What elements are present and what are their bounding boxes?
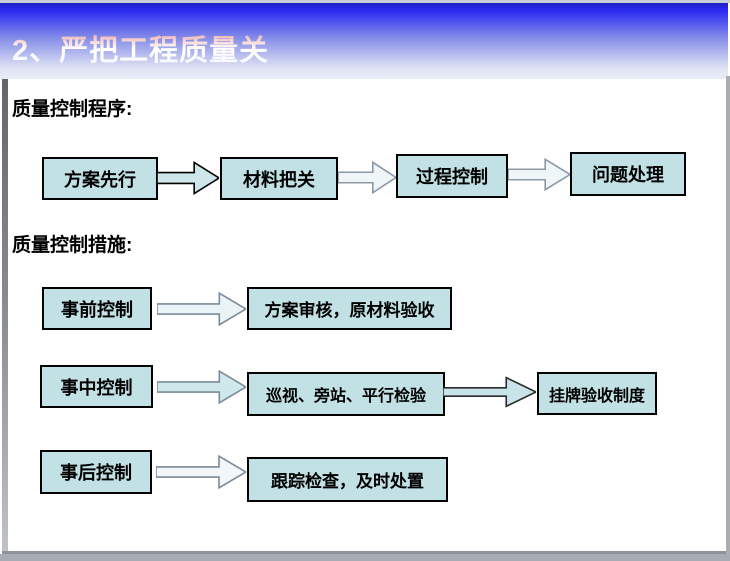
flow-step-box: 材料把关 — [220, 157, 338, 200]
measure-source-box: 事中控制 — [40, 365, 153, 408]
flow-arrow-icon — [338, 160, 396, 195]
slide-title: 2、严把工程质量关 — [12, 27, 712, 69]
measure-target-box: 方案审核，原材料验收 — [247, 287, 452, 330]
flow-arrow-icon — [157, 290, 246, 328]
measure-source-box: 事后控制 — [40, 450, 152, 494]
flow-arrow-icon — [156, 453, 246, 491]
slide-top-strip — [0, 0, 730, 3]
flow-step-box: 问题处理 — [570, 152, 686, 196]
slide-bottom-border — [2, 551, 726, 554]
flow-step-box: 方案先行 — [42, 157, 158, 200]
flow-arrow-icon — [157, 368, 246, 406]
title-bar: 2、严把工程质量关 — [0, 3, 728, 79]
measure-target-box: 跟踪检查，及时处置 — [247, 457, 448, 502]
slide-right-shadow — [726, 76, 730, 561]
flow-step-box: 过程控制 — [396, 154, 508, 198]
flow-arrow-icon — [443, 374, 536, 410]
flow-arrow-icon — [508, 157, 570, 192]
measure-target-box: 挂牌验收制度 — [537, 372, 657, 415]
flow-arrow-icon — [157, 160, 219, 196]
procedure-section-label: 质量控制程序: — [12, 99, 133, 120]
slide-left-shadow — [2, 79, 8, 552]
measures-section-label: 质量控制措施: — [12, 235, 133, 256]
measure-source-box: 事前控制 — [42, 287, 152, 330]
measure-target-box: 巡视、旁站、平行检验 — [247, 372, 445, 416]
slide-bottom-shadow — [0, 554, 730, 561]
